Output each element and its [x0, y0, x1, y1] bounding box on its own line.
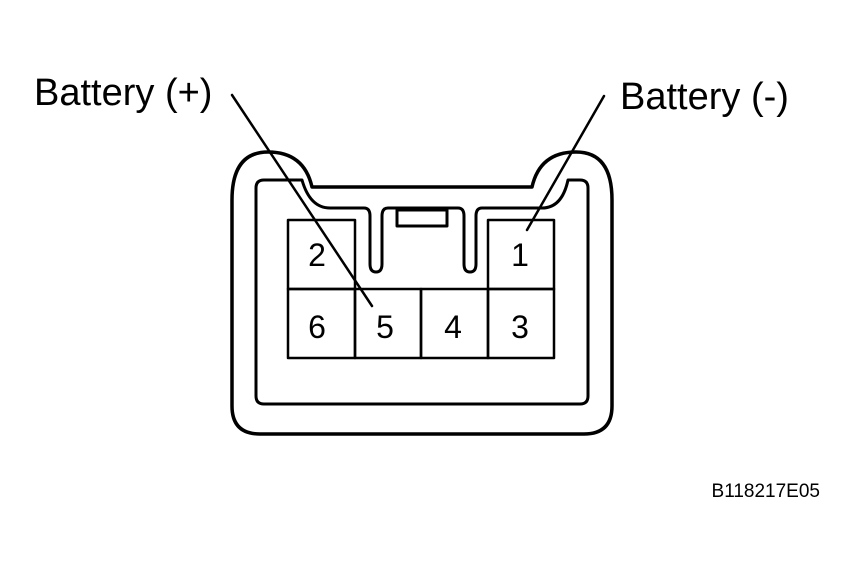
pin-cavity-3	[486, 287, 556, 360]
pin-number-6: 6	[308, 309, 326, 345]
leader-line-battery-negative	[525, 94, 606, 232]
label-battery-positive: Battery (+)	[34, 72, 212, 114]
pin-number-2: 2	[308, 237, 326, 273]
pin-grid	[286, 218, 556, 360]
pin-number-4: 4	[444, 309, 462, 345]
leader-line-battery-positive	[230, 93, 374, 308]
locking-tab	[395, 208, 449, 228]
pin-number-3: 3	[511, 309, 529, 345]
pin-number-5: 5	[376, 309, 394, 345]
figure-id: B118217E05	[712, 481, 820, 502]
label-battery-negative: Battery (-)	[620, 76, 789, 118]
connector-inner-housing	[254, 178, 590, 406]
pin-number-1: 1	[511, 237, 529, 273]
connector-outer-housing	[230, 150, 614, 436]
